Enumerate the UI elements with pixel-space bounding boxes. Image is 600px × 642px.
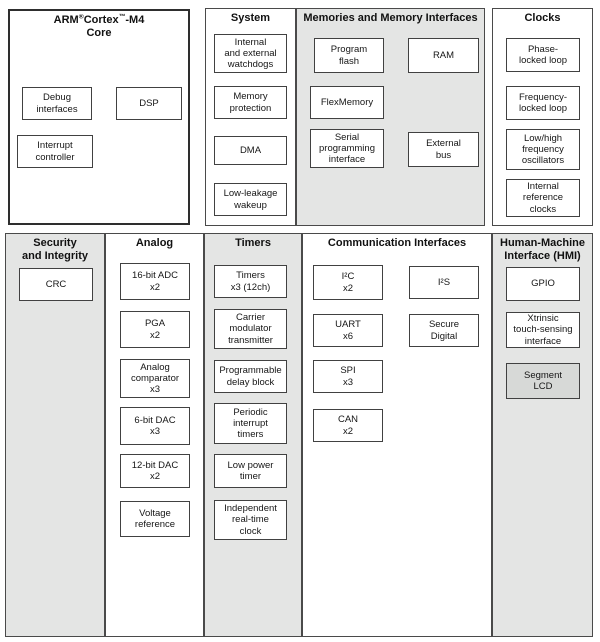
block-flexmemory: FlexMemory (310, 86, 384, 119)
block-voltage-reference: Voltage reference (120, 501, 190, 537)
section-clocks: Clocks Phase- locked loop Frequency- loc… (492, 8, 593, 226)
section-header-communication: Communication Interfaces (327, 237, 467, 249)
section-header-memories: Memories and Memory Interfaces (303, 12, 478, 24)
section-header-system: System (230, 12, 271, 24)
block-i2c: I²C x2 (313, 265, 383, 300)
section-communication: Communication Interfaces I²C x2 I²S UART… (302, 233, 492, 637)
section-timers: Timers Timers x3 (12ch) Carrier modulato… (204, 233, 302, 637)
block-independent-rtc: Independent real-time clock (214, 500, 287, 540)
section-header-timers: Timers (235, 237, 271, 249)
block-pga: PGA x2 (120, 311, 190, 348)
block-debug-interfaces: Debug interfaces (22, 87, 92, 120)
block-serial-programming-interface: Serial programming interface (310, 129, 384, 168)
section-system: System Internal and external watchdogs M… (205, 8, 296, 226)
section-header-clocks: Clocks (524, 12, 561, 24)
block-analog-comparator: Analog comparator x3 (120, 359, 190, 398)
block-timers: Timers x3 (12ch) (214, 265, 287, 298)
block-dsp: DSP (116, 87, 182, 120)
block-phase-locked-loop: Phase- locked loop (506, 38, 580, 72)
block-6bit-dac: 6-bit DAC x3 (120, 407, 190, 445)
block-watchdogs: Internal and external watchdogs (214, 34, 287, 73)
block-i2s: I²S (409, 266, 479, 299)
section-hmi: Human-Machine Interface (HMI) GPIO Xtrin… (492, 233, 593, 637)
block-gpio: GPIO (506, 267, 580, 301)
section-header-analog: Analog (135, 237, 174, 249)
section-header-security: Security and Integrity (21, 237, 88, 262)
section-header-hmi: Human-Machine Interface (HMI) (500, 237, 585, 262)
block-can: CAN x2 (313, 409, 383, 442)
block-program-flash: Program flash (314, 38, 384, 73)
section-analog: Analog 16-bit ADC x2 PGA x2 Analog compa… (105, 233, 204, 637)
block-dma: DMA (214, 136, 287, 165)
block-spi: SPI x3 (313, 360, 383, 393)
block-external-bus: External bus (408, 132, 479, 167)
block-interrupt-controller: Interrupt controller (17, 135, 93, 168)
block-periodic-interrupt-timers: Periodic interrupt timers (214, 403, 287, 444)
section-security: Security and Integrity CRC (5, 233, 105, 637)
block-carrier-modulator-transmitter: Carrier modulator transmitter (214, 309, 287, 349)
block-16bit-adc: 16-bit ADC x2 (120, 263, 190, 300)
block-uart: UART x6 (313, 314, 383, 347)
block-programmable-delay-block: Programmable delay block (214, 360, 287, 393)
block-crc: CRC (19, 268, 93, 301)
block-oscillators: Low/high frequency oscillators (506, 129, 580, 170)
block-secure-digital: Secure Digital (409, 314, 479, 347)
block-ram: RAM (408, 38, 479, 73)
block-low-power-timer: Low power timer (214, 454, 287, 488)
block-internal-reference-clocks: Internal reference clocks (506, 179, 580, 217)
section-memories: Memories and Memory Interfaces Program f… (296, 8, 485, 226)
block-12bit-dac: 12-bit DAC x2 (120, 454, 190, 488)
block-segment-lcd: Segment LCD (506, 363, 580, 399)
block-frequency-locked-loop: Frequency- locked loop (506, 86, 580, 120)
block-xtrinsic-touch-sensing: Xtrinsic touch-sensing interface (506, 312, 580, 348)
block-memory-protection: Memory protection (214, 86, 287, 119)
block-low-leakage-wakeup: Low-leakage wakeup (214, 183, 287, 216)
